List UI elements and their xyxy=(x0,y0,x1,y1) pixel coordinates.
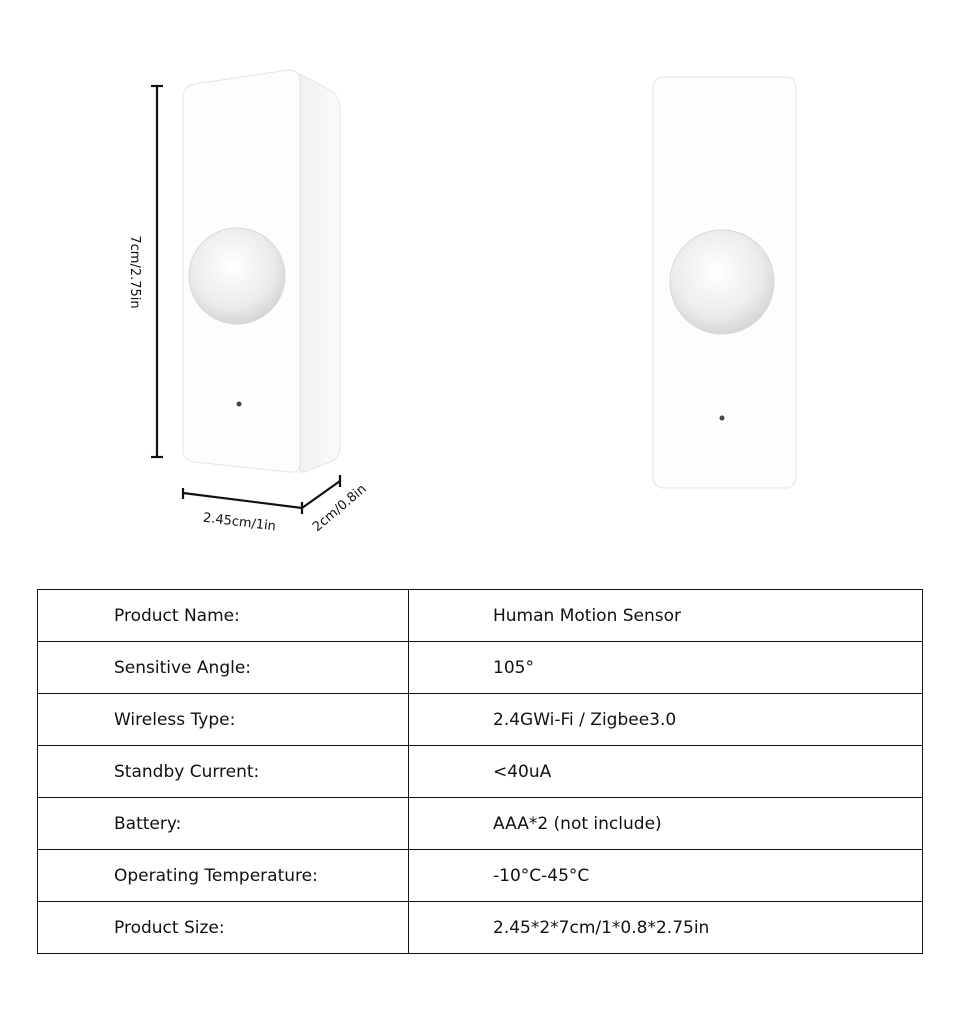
spec-label: Operating Temperature: xyxy=(37,849,409,902)
height-dimension-label: 7cm/2.75in xyxy=(127,235,142,308)
table-row: Sensitive Angle:105° xyxy=(37,641,923,694)
dimension-lines xyxy=(151,84,342,514)
spec-label: Product Size: xyxy=(37,901,409,954)
pir-lens xyxy=(188,227,286,325)
spec-label: Battery: xyxy=(37,797,409,850)
sensor-angled-view xyxy=(182,69,341,473)
spec-value: 105° xyxy=(408,641,923,694)
spec-label: Wireless Type: xyxy=(37,693,409,746)
width-dimension-label: 2.45cm/1in xyxy=(202,511,277,535)
spec-value: 2.45*2*7cm/1*0.8*2.75in xyxy=(408,901,923,954)
spec-label: Standby Current: xyxy=(37,745,409,798)
spec-label: Product Name: xyxy=(37,589,409,642)
depth-dimension-label: 2cm/0.8in xyxy=(310,482,369,535)
indicator-led xyxy=(236,401,242,407)
spec-label: Sensitive Angle: xyxy=(37,641,409,694)
sensor-front-view xyxy=(652,76,797,489)
table-row: Standby Current:<40uA xyxy=(37,745,923,798)
spec-value: 2.4GWi-Fi / Zigbee3.0 xyxy=(408,693,923,746)
spec-value: <40uA xyxy=(408,745,923,798)
table-row: Operating Temperature:-10°C-45°C xyxy=(37,849,923,902)
table-row: Product Size:2.45*2*7cm/1*0.8*2.75in xyxy=(37,901,923,954)
table-row: Wireless Type:2.4GWi-Fi / Zigbee3.0 xyxy=(37,693,923,746)
pir-lens xyxy=(669,229,775,335)
spec-value: -10°C-45°C xyxy=(408,849,923,902)
spec-value: AAA*2 (not include) xyxy=(408,797,923,850)
table-row: Product Name:Human Motion Sensor xyxy=(37,589,923,642)
spec-value: Human Motion Sensor xyxy=(408,589,923,642)
table-row: Battery:AAA*2 (not include) xyxy=(37,797,923,850)
indicator-led xyxy=(719,415,725,421)
spec-table: Product Name:Human Motion Sensor Sensiti… xyxy=(37,589,923,954)
product-illustration: 7cm/2.75in 2.45cm/1in 2cm/0.8in xyxy=(127,69,797,535)
